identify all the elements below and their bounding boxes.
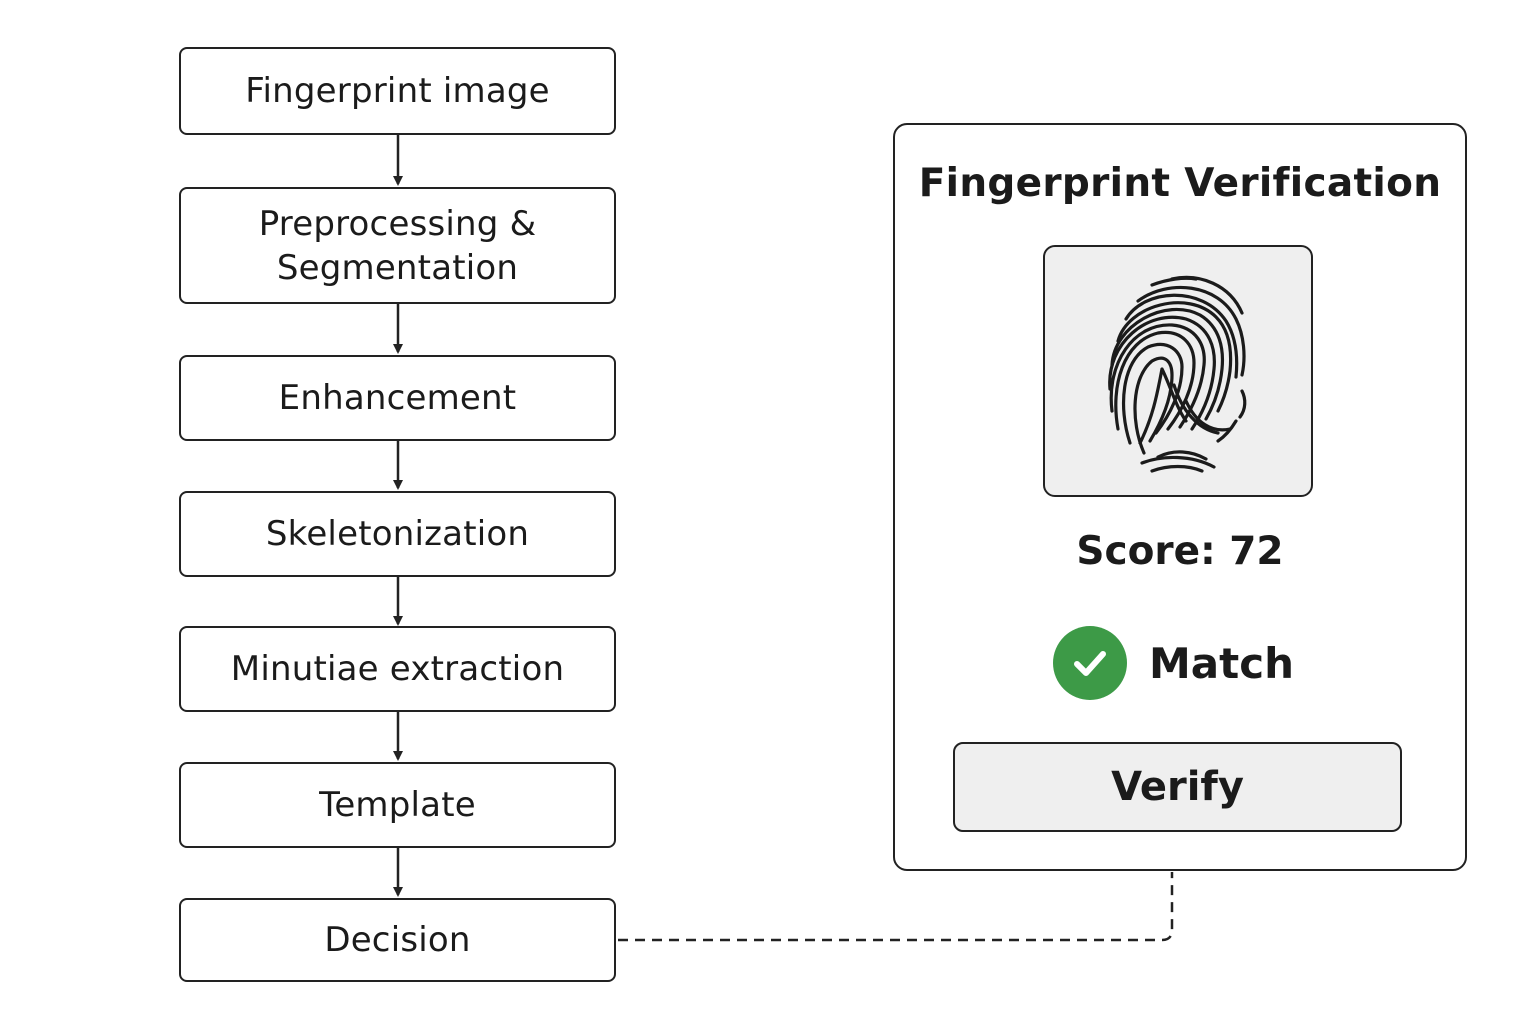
step-preprocessing-segmentation: Preprocessing & Segmentation <box>179 187 616 304</box>
score-text: Score: 72 <box>1076 529 1284 574</box>
decision-to-panel-dashed-link <box>618 872 1174 942</box>
step-fingerprint-image: Fingerprint image <box>179 47 616 135</box>
step-decision: Decision <box>179 898 616 982</box>
verify-button[interactable]: Verify <box>953 742 1402 832</box>
step-template: Template <box>179 762 616 848</box>
verification-panel: Fingerprint Verification Score: 72 <box>893 123 1467 871</box>
step-minutiae-extraction: Minutiae extraction <box>179 626 616 712</box>
step-label: Minutiae extraction <box>230 649 565 689</box>
match-result: Match <box>1053 625 1294 701</box>
step-label-line2: Segmentation <box>276 247 519 288</box>
fingerprint-frame <box>1043 245 1313 497</box>
step-enhancement: Enhancement <box>179 355 616 441</box>
fingerprint-icon <box>1108 275 1247 473</box>
step-label: Fingerprint image <box>245 71 550 111</box>
step-label: Template <box>319 785 476 825</box>
match-label: Match <box>1149 638 1295 688</box>
check-circle-icon <box>1053 626 1127 700</box>
step-label: Decision <box>324 920 471 960</box>
panel-title: Fingerprint Verification <box>918 161 1442 206</box>
step-skeletonization: Skeletonization <box>179 491 616 577</box>
step-label-line1: Preprocessing & <box>258 203 537 244</box>
step-label: Skeletonization <box>265 514 530 554</box>
step-label: Enhancement <box>278 378 517 418</box>
